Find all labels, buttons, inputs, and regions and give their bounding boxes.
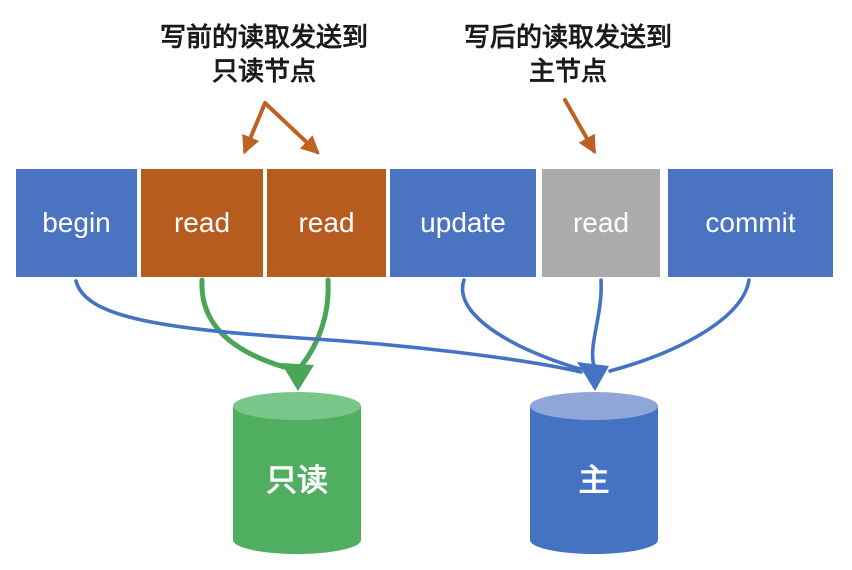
step-update: update [390,169,536,277]
arrow-to-first-read [242,101,267,155]
readonly-db-top [233,392,361,420]
flow-read1-to-readonly [199,277,287,370]
master-db-top [530,392,658,420]
arrow-to-gray-read [563,98,596,155]
readonly-db-cylinder: 只读 [233,392,361,554]
step-read-3: read [542,169,660,277]
master-db-cylinder: 主 [530,392,658,554]
step-begin: begin [16,169,137,277]
flow-curves-master [74,278,751,391]
arrow-to-second-read [263,101,320,155]
step-read-2: read [267,169,386,277]
flow-begin-to-master [74,279,583,374]
master-arrowhead [577,362,609,391]
flow-read2-to-readonly [299,277,331,368]
flow-commit-to-master [608,278,751,373]
annotation-line-2: 主节点 [528,56,607,86]
flow-update-to-master [460,278,582,371]
step-read-1: read [141,169,263,277]
readonly-db-label: 只读 [266,463,328,498]
master-db-label: 主 [579,463,610,498]
step-commit: commit [668,169,833,277]
flow-grayread-to-master [590,278,603,368]
readonly-arrowhead [281,363,314,391]
annotation-reads-after-write: 写后的读取发送到 主节点 [428,20,708,88]
annotation-line-2: 只读节点 [211,56,316,86]
annotation-arrows [242,98,596,155]
readonly-db-body [233,406,361,554]
master-db-body [530,406,658,554]
annotation-line-1: 写前的读取发送到 [159,22,368,52]
annotation-line-1: 写后的读取发送到 [463,22,672,52]
annotation-reads-before-write: 写前的读取发送到 只读节点 [124,20,404,88]
